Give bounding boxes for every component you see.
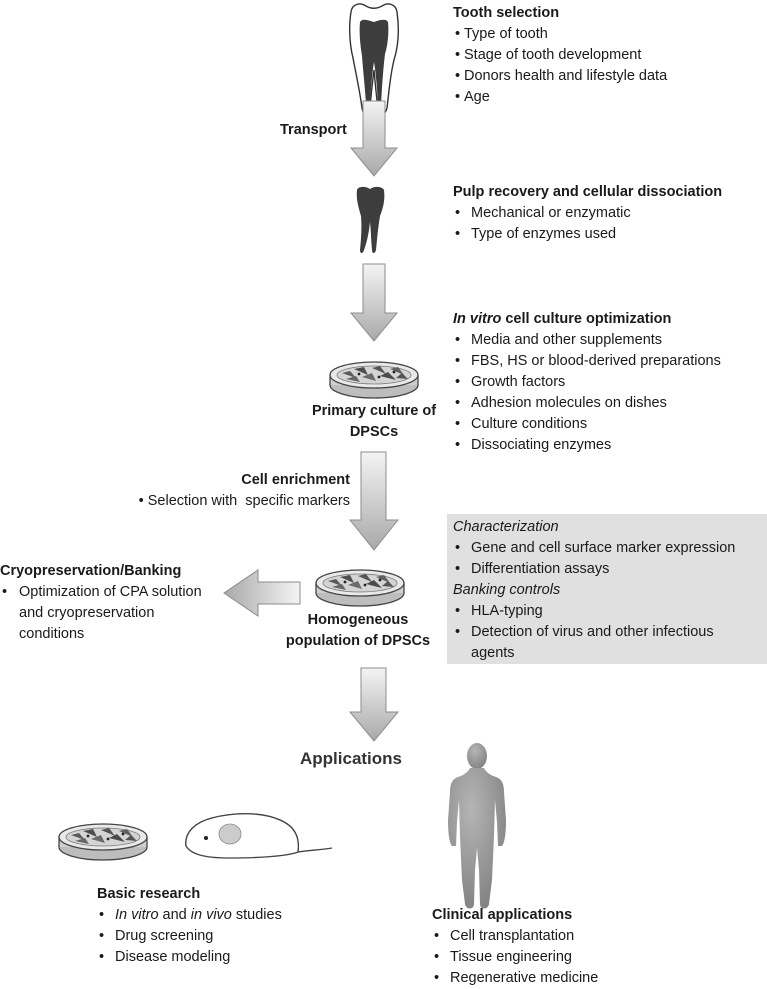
petri-dish-research-icon bbox=[58, 823, 148, 861]
list-item-text: and bbox=[158, 907, 191, 923]
list-item: Dissociating enzymes bbox=[453, 435, 721, 456]
list-item: Culture conditions bbox=[453, 414, 721, 435]
cell-enrichment-item: • Selection with specific markers bbox=[138, 493, 350, 509]
list-item: In vitro and in vivo studies bbox=[97, 905, 282, 926]
list-item: Media and other supplements bbox=[453, 330, 721, 351]
tooth-selection-list: Type of tooth Stage of tooth development… bbox=[453, 24, 667, 108]
list-item: Disease modeling bbox=[97, 947, 282, 968]
primary-culture-label: Primary culture of DPSCs bbox=[311, 403, 437, 440]
list-item-text: Disease modeling bbox=[115, 949, 231, 965]
culture-optimization-section: In vitro cell culture optimization Media… bbox=[453, 309, 721, 456]
human-silhouette-icon bbox=[448, 743, 506, 909]
clinical-applications-list: Cell transplantation Tissue engineering … bbox=[432, 926, 598, 989]
characterization-content: Characterization Gene and cell surface m… bbox=[453, 517, 763, 664]
cell-enrichment-title: Cell enrichment bbox=[241, 472, 350, 488]
tooth-selection-title: Tooth selection bbox=[453, 5, 560, 21]
list-item: Gene and cell surface marker expression bbox=[453, 538, 763, 559]
cryopreservation-list: Optimization of CPA solution and cryopre… bbox=[0, 582, 220, 645]
flow-arrow-2 bbox=[349, 263, 399, 342]
tooth-selection-section: Tooth selection Type of tooth Stage of t… bbox=[453, 3, 667, 108]
banking-controls-list: HLA-typing Detection of virus and other … bbox=[453, 601, 763, 664]
list-item: Optimization of CPA solution and cryopre… bbox=[0, 582, 215, 645]
list-item-text: In vitro bbox=[115, 907, 159, 923]
flow-arrow-cryo bbox=[223, 569, 301, 617]
list-item: Donors health and lifestyle data bbox=[453, 66, 667, 87]
flow-arrow-4 bbox=[348, 667, 400, 742]
dental-pulp-icon bbox=[356, 186, 385, 253]
list-item: Mechanical or enzymatic bbox=[453, 203, 722, 224]
list-item: Differentiation assays bbox=[453, 559, 763, 580]
list-item: Tissue engineering bbox=[432, 947, 598, 968]
list-item-text: studies bbox=[231, 907, 282, 923]
characterization-list: Gene and cell surface marker expression … bbox=[453, 538, 763, 580]
list-item: Stage of tooth development bbox=[453, 45, 667, 66]
banking-controls-title: Banking controls bbox=[453, 582, 561, 598]
petri-dish-homogeneous-icon bbox=[315, 569, 405, 607]
list-item: Type of enzymes used bbox=[453, 224, 722, 245]
cell-enrichment-section: Cell enrichment • Selection with specifi… bbox=[130, 470, 350, 512]
pulp-recovery-list: Mechanical or enzymatic Type of enzymes … bbox=[453, 203, 722, 245]
list-item: Type of tooth bbox=[453, 24, 667, 45]
flow-arrow-3 bbox=[348, 451, 400, 551]
cryopreservation-title: Cryopreservation/Banking bbox=[0, 563, 182, 579]
list-item: Cell transplantation bbox=[432, 926, 598, 947]
list-item-text: in vivo bbox=[190, 907, 232, 923]
list-item: Drug screening bbox=[97, 926, 282, 947]
list-item: Adhesion molecules on dishes bbox=[453, 393, 721, 414]
cryopreservation-section: Cryopreservation/Banking Optimization of… bbox=[0, 561, 220, 645]
list-item: Regenerative medicine bbox=[432, 968, 598, 989]
list-item-text: Drug screening bbox=[115, 928, 214, 944]
clinical-applications-title: Clinical applications bbox=[432, 907, 573, 923]
pulp-recovery-title: Pulp recovery and cellular dissociation bbox=[453, 184, 723, 200]
homogeneous-population-label: Homogeneous population of DPSCs bbox=[285, 612, 431, 649]
basic-research-list: In vitro and in vivo studiesDrug screeni… bbox=[97, 905, 282, 968]
flow-arrow-1 bbox=[349, 100, 399, 177]
basic-research-title: Basic research bbox=[97, 886, 201, 902]
list-item: Detection of virus and other infectious … bbox=[453, 622, 761, 664]
characterization-title: Characterization bbox=[453, 519, 559, 535]
list-item: HLA-typing bbox=[453, 601, 763, 622]
cell-enrichment-item-text: Selection with specific markers bbox=[147, 493, 350, 509]
culture-optimization-list: Media and other supplements FBS, HS or b… bbox=[453, 330, 721, 456]
culture-optimization-title: In vitro cell culture optimization bbox=[453, 309, 721, 330]
mouse-icon bbox=[185, 813, 333, 859]
list-item: Growth factors bbox=[453, 372, 721, 393]
diagram-graphics bbox=[58, 3, 506, 909]
culture-optimization-title-italic: In vitro bbox=[453, 311, 502, 327]
petri-dish-primary-icon bbox=[329, 361, 419, 399]
culture-optimization-title-rest: cell culture optimization bbox=[501, 311, 672, 327]
whole-tooth-icon bbox=[348, 3, 399, 115]
transport-label: Transport bbox=[280, 122, 347, 138]
list-item: Age bbox=[453, 87, 667, 108]
clinical-applications-section: Clinical applications Cell transplantati… bbox=[432, 905, 598, 989]
applications-label: Applications bbox=[300, 749, 403, 768]
basic-research-section: Basic research In vitro and in vivo stud… bbox=[97, 884, 282, 968]
list-item: FBS, HS or blood-derived preparations bbox=[453, 351, 721, 372]
pulp-recovery-section: Pulp recovery and cellular dissociation … bbox=[453, 182, 722, 245]
